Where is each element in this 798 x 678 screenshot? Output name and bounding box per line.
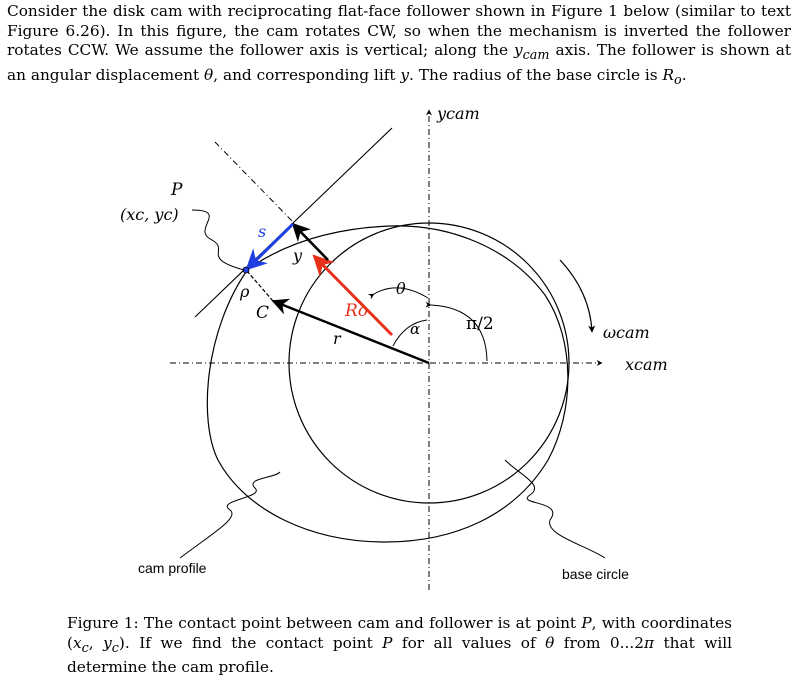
- intro-text-1: Consider the disk cam with reciprocating…: [7, 2, 791, 59]
- pi2-label: π/2: [466, 314, 494, 334]
- caption-yc-sub: c: [111, 640, 119, 656]
- omega-label: ωcam: [603, 323, 650, 342]
- theta-arc: [367, 287, 429, 300]
- caption-yc: y: [103, 633, 112, 652]
- caption-fig-label: Figure 1:: [67, 614, 139, 632]
- caption-P2: P: [382, 633, 393, 652]
- figure-caption: Figure 1: The contact point between cam …: [67, 614, 732, 678]
- base-circle-label: base circle: [562, 566, 629, 582]
- caption-xc-sub: c: [81, 640, 89, 656]
- point-P-label: P: [170, 180, 183, 200]
- x-cam-axis-label: xcam: [625, 355, 668, 374]
- r-label: r: [333, 329, 342, 348]
- rho-label: ρ: [239, 282, 250, 301]
- alpha-label: α: [410, 320, 420, 338]
- cam-profile-label: cam profile: [138, 560, 207, 576]
- follower-normal-line: [214, 141, 294, 223]
- caption-text-1: The contact point between cam and follow…: [138, 614, 582, 632]
- caption-P: P: [581, 614, 592, 632]
- follower-face-line: [194, 127, 393, 318]
- theta-label: θ: [396, 279, 406, 298]
- y-cam-axis-label: ycam: [436, 104, 480, 123]
- base-circle-leader: [504, 459, 606, 559]
- Ro-label: Ro: [344, 301, 368, 321]
- intro-y: y: [400, 65, 410, 84]
- problem-statement: Consider the disk cam with reciprocating…: [7, 2, 791, 90]
- intro-theta: θ: [204, 65, 214, 84]
- base-circle: [288, 222, 570, 504]
- C-label: C: [256, 303, 269, 323]
- y-lift-vector: [291, 222, 329, 261]
- caption-text-2: , with coordinates (: [67, 614, 733, 652]
- intro-ycam: y: [513, 41, 523, 59]
- intro-text-4: . The radius of the base circle is: [409, 65, 663, 84]
- s-label: s: [258, 222, 266, 241]
- intro-text-2: axis. The follower is shown at an angula…: [7, 41, 791, 84]
- rotation-arrow: [559, 259, 596, 333]
- cam-diagram: ycam xcam ωcam P (xc, yc) s y ρ C Ro r θ…: [120, 104, 668, 590]
- caption-text-4: for all values of: [392, 633, 546, 652]
- caption-text-5: from 0...2: [554, 633, 644, 652]
- intro-text-5: .: [681, 65, 687, 84]
- r-vector: [271, 298, 430, 365]
- caption-xc: x: [72, 633, 82, 652]
- intro-ycam-sub: cam: [522, 48, 550, 64]
- intro-R: R: [662, 65, 675, 84]
- intro-text-3: , and corresponding lift: [213, 65, 401, 84]
- caption-comma: ,: [88, 633, 104, 652]
- cam-profile-leader: [179, 471, 281, 559]
- rho-vector: [246, 270, 274, 302]
- caption-text-3: ). If we find the contact point: [118, 633, 383, 652]
- caption-theta: θ: [545, 633, 555, 652]
- s-vector: [245, 222, 295, 271]
- caption-pi: π: [643, 633, 655, 652]
- cam-profile: [206, 225, 569, 543]
- P-leader: [191, 209, 245, 271]
- pi2-arc: [425, 301, 488, 362]
- coords-label: (xc, yc): [120, 205, 179, 224]
- intro-R-sub: o: [674, 72, 682, 88]
- Ro-vector: [312, 254, 394, 337]
- alpha-arc: [392, 319, 428, 347]
- y-lift-label: y: [292, 246, 303, 265]
